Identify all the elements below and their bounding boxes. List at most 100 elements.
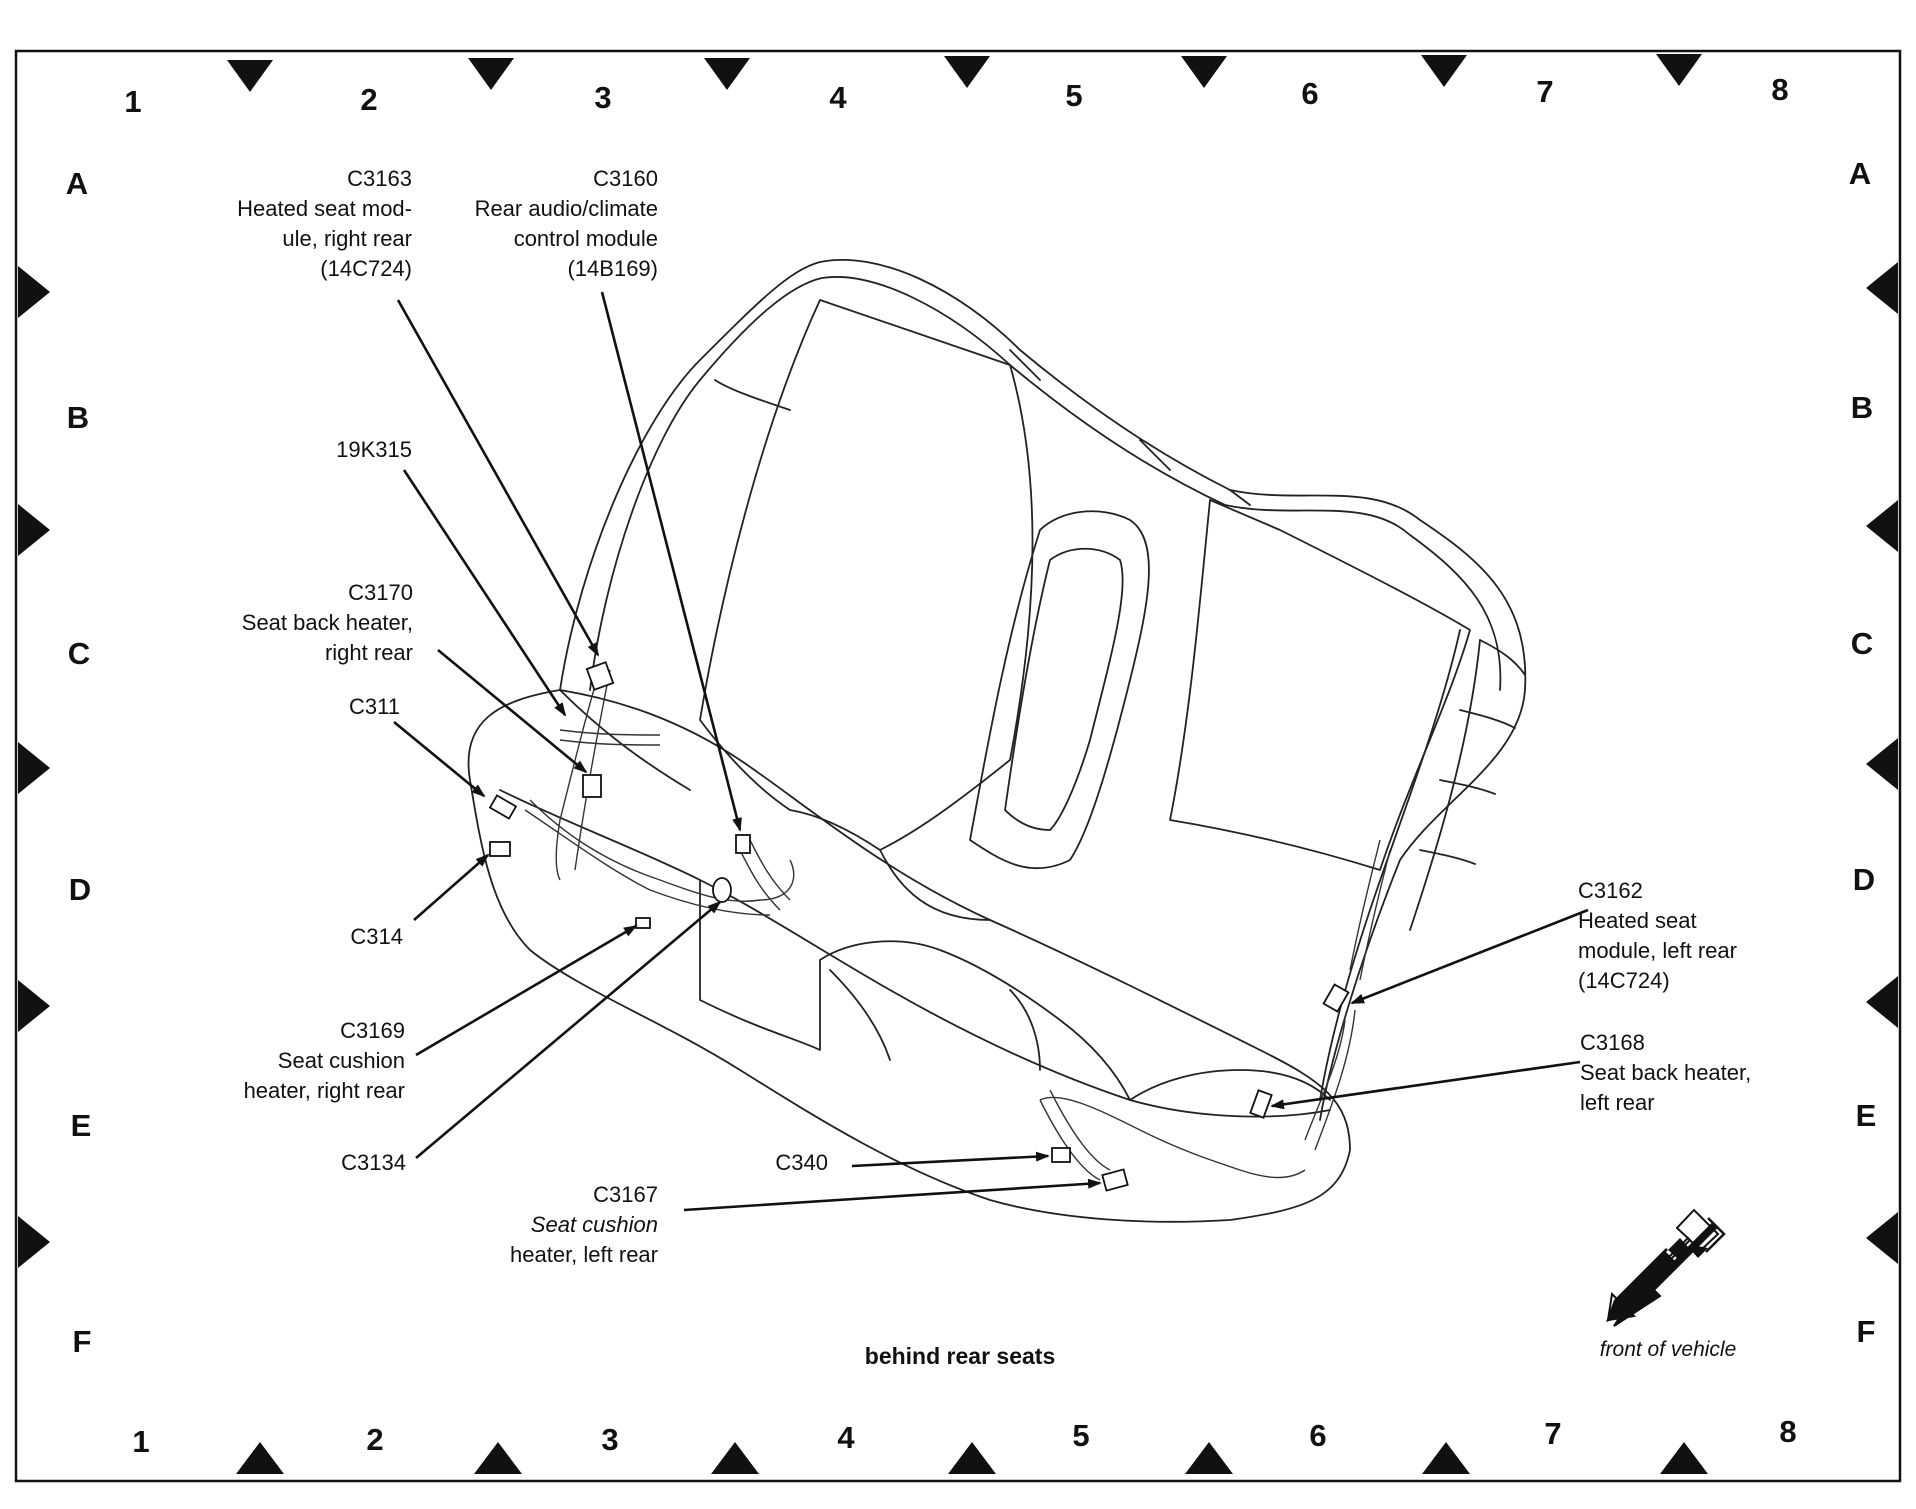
- leader-c3168: [1270, 1060, 1581, 1110]
- leader-c3163: [396, 299, 600, 657]
- grid-tick: [1422, 1442, 1470, 1474]
- callout-line: (14B169): [567, 256, 658, 281]
- front-of-vehicle-arrow-icon: [1606, 1208, 1726, 1327]
- leader-lines: [393, 291, 1589, 1212]
- grid-tick: [18, 980, 50, 1032]
- grid-ticks-left: [18, 266, 50, 1268]
- callout-line: Seat back heater,: [1580, 1060, 1751, 1085]
- seat-back-left-panel: [699, 299, 1034, 851]
- callout-line: control module: [514, 226, 658, 251]
- grid-tick: [711, 1442, 759, 1474]
- grid-row-label: C: [68, 636, 90, 671]
- grid-tick: [948, 1442, 996, 1474]
- callout-line: C340: [775, 1150, 828, 1175]
- connector-c314-shape: [489, 841, 511, 857]
- callout-line: Heated seat: [1578, 908, 1697, 933]
- callout-c314: C314: [350, 924, 403, 949]
- callout-line: C3168: [1580, 1030, 1645, 1055]
- grid-column-label: 1: [124, 84, 141, 119]
- leader-c3162: [1350, 908, 1589, 1005]
- leader-c3169: [415, 924, 638, 1057]
- grid-column-label: 3: [594, 80, 611, 115]
- callout-line: heater, left rear: [510, 1242, 658, 1267]
- grid-column-label: 8: [1779, 1414, 1796, 1449]
- grid-column-label: 7: [1544, 1416, 1561, 1451]
- seat-back-left-side-2: [1409, 639, 1481, 931]
- seat-cushion-outline: [467, 689, 1351, 1223]
- callout-line: Seat cushion: [278, 1048, 405, 1073]
- grid-row-label: D: [1853, 862, 1875, 897]
- grid-ticks-top: [227, 54, 1702, 92]
- callout-line: heater, right rear: [244, 1078, 405, 1103]
- grid-tick: [18, 504, 50, 556]
- callout-k19k315: 19K315: [336, 437, 412, 462]
- front-of-vehicle-label: front of vehicle: [1600, 1338, 1737, 1361]
- seat-cushion-seam: [829, 969, 1041, 1071]
- callout-line: C3170: [348, 580, 413, 605]
- callout-line: right rear: [325, 640, 413, 665]
- callout-line: C3160: [593, 166, 658, 191]
- callout-line: (14C724): [320, 256, 412, 281]
- connector-c340-shape: [1051, 1147, 1071, 1163]
- grid-row-label: C: [1851, 626, 1873, 661]
- grid-column-label: 6: [1301, 76, 1318, 111]
- callout-line: C314: [350, 924, 403, 949]
- callout-line: C311: [349, 694, 400, 719]
- seat-back-right-stitch: [1419, 639, 1526, 865]
- grid-row-label: F: [73, 1324, 92, 1359]
- diagram-border: [14, 49, 1902, 1483]
- connector-c3163-shape: [585, 661, 615, 691]
- seat-cushion-front-edge: [499, 789, 1331, 1118]
- rear-seat-illustration: [467, 258, 1527, 1223]
- connector-c3167-shape: [1101, 1168, 1129, 1192]
- grid-column-label: 4: [837, 1420, 855, 1455]
- grid-tick: [1866, 262, 1898, 314]
- callout-line: Heated seat mod-: [237, 196, 412, 221]
- callout-line: Seat cushion: [531, 1212, 658, 1237]
- grid-tick: [1660, 1442, 1708, 1474]
- seat-cushion-right-bolster: [699, 879, 1131, 1101]
- connector-c311-shape: [488, 794, 518, 820]
- leader-c340: [851, 1151, 1050, 1168]
- seat-back-left-side: [1319, 629, 1461, 1101]
- callout-line: C3134: [341, 1150, 406, 1175]
- grid-tick: [1185, 1442, 1233, 1474]
- grid-row-label: E: [71, 1108, 92, 1143]
- grid-tick: [18, 1216, 50, 1268]
- grid-ticks-right: [1866, 262, 1898, 1264]
- grid-tick: [1866, 1212, 1898, 1264]
- harness-right-rear: [524, 669, 795, 916]
- grid-ticks-bottom: [236, 1442, 1708, 1474]
- callout-line: (14C724): [1578, 968, 1670, 993]
- callout-line: ule, right rear: [282, 226, 412, 251]
- grid-column-label: 6: [1309, 1418, 1326, 1453]
- grid-column-label: 5: [1072, 1418, 1089, 1453]
- connector-c3168-shape: [1249, 1089, 1273, 1119]
- leader-c311: [393, 720, 486, 798]
- callout-line: left rear: [1580, 1090, 1655, 1115]
- grid-column-label: 4: [829, 80, 847, 115]
- seat-cushion-left-bolster: [1129, 1069, 1331, 1101]
- callout-line: C3163: [347, 166, 412, 191]
- seat-cushion-rear-edge: [559, 689, 991, 921]
- connector-symbols: [488, 661, 1350, 1192]
- grid-row-label: B: [1851, 390, 1873, 425]
- grid-tick: [1866, 976, 1898, 1028]
- grid-row-label: A: [1849, 156, 1871, 191]
- grid-tick: [944, 56, 990, 88]
- grid-tick: [236, 1442, 284, 1474]
- grid-row-label: A: [66, 166, 88, 201]
- connector-c3169-shape: [635, 917, 651, 929]
- connector-c3160-shape: [735, 834, 751, 854]
- connector-c3134-shape: [712, 877, 732, 903]
- grid-tick: [1866, 500, 1898, 552]
- leader-c3134: [415, 900, 722, 1159]
- grid-tick: [1181, 56, 1227, 88]
- grid-column-label: 8: [1771, 72, 1788, 107]
